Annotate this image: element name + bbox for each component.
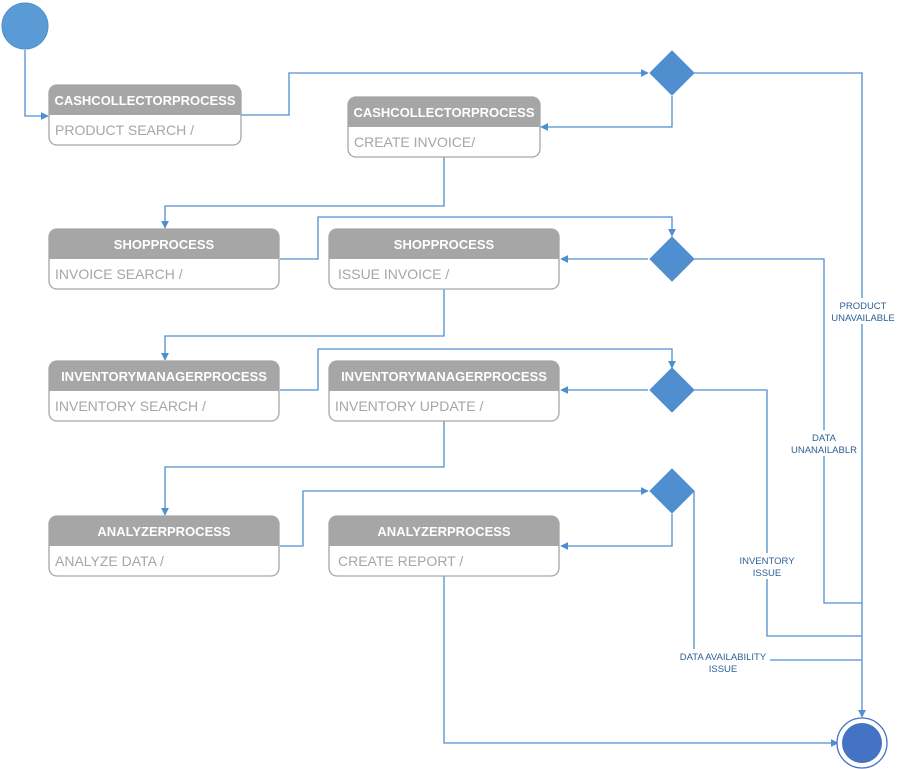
state-title: CASHCOLLECTORPROCESS (353, 105, 534, 120)
guard-label: ISSUE (753, 568, 782, 579)
state-shop-invoice-search[interactable]: SHOPPROCESS INVOICE SEARCH / (48, 228, 280, 290)
state-inventory-update[interactable]: INVENTORYMANAGERPROCESS INVENTORY UPDATE… (328, 360, 560, 422)
connector-inventory-update-to-analyze-data (161, 421, 445, 516)
state-shop-issue-invoice[interactable]: SHOPPROCESS ISSUE INVOICE / (328, 228, 560, 290)
connector-issue-invoice-to-inventory-search (161, 289, 445, 361)
state-action: INVOICE SEARCH / (55, 266, 183, 282)
state-action: ANALYZE DATA / (55, 553, 164, 569)
state-action: PRODUCT SEARCH / (55, 122, 194, 138)
state-title: ANALYZERPROCESS (377, 524, 510, 539)
connector-decision-3-to-end (694, 389, 862, 637)
guard-label: UNANAILABLR (791, 445, 857, 456)
state-action: CREATE INVOICE/ (354, 134, 475, 150)
state-analyzer-create-report[interactable]: ANALYZERPROCESS CREATE REPORT / (328, 515, 560, 577)
state-action: CREATE REPORT / (338, 553, 463, 569)
guard-product-unavailable: PRODUCT UNAVAILABLE (828, 298, 898, 324)
guard-inventory-issue: INVENTORY ISSUE (737, 553, 797, 579)
guard-data-availability-issue: DATA AVAILABILITY ISSUE (678, 649, 770, 675)
decision-diamond[interactable] (649, 367, 695, 413)
state-title: INVENTORYMANAGERPROCESS (61, 369, 267, 384)
state-cashcollector-create-invoice[interactable]: CASHCOLLECTORPROCESS CREATE INVOICE/ (347, 96, 541, 158)
guard-label: UNAVAILABLE (831, 313, 895, 324)
connector-decision-1-to-end (694, 72, 866, 718)
connector-create-report-to-end (443, 576, 839, 747)
guard-label: PRODUCT (840, 301, 887, 312)
final-node[interactable] (836, 717, 888, 769)
connector-decision-4-to-create-report (560, 514, 673, 550)
guard-label: DATA AVAILABILITY (680, 652, 767, 663)
state-title: SHOPPROCESS (114, 237, 215, 252)
guard-data-unavailable: DATA UNANAILABLR (788, 430, 860, 456)
state-title: CASHCOLLECTORPROCESS (54, 93, 235, 108)
state-cashcollector-product-search[interactable]: CASHCOLLECTORPROCESS PRODUCT SEARCH / (48, 84, 242, 146)
guard-label: INVENTORY (739, 556, 795, 567)
decision-nodes (649, 50, 695, 514)
decision-diamond[interactable] (649, 468, 695, 514)
guard-label: ISSUE (709, 664, 738, 675)
initial-node[interactable] (1, 2, 49, 50)
guard-label: DATA (812, 433, 837, 444)
connector-inventory-search-to-decision-3 (280, 348, 676, 391)
decision-diamond[interactable] (649, 236, 695, 282)
state-analyzer-analyze-data[interactable]: ANALYZERPROCESS ANALYZE DATA / (48, 515, 280, 577)
connector-create-invoice-to-invoice-search (161, 157, 445, 229)
decision-diamond[interactable] (649, 50, 695, 96)
state-title: SHOPPROCESS (394, 237, 495, 252)
state-inventory-search[interactable]: INVENTORYMANAGERPROCESS INVENTORY SEARCH… (48, 360, 280, 422)
connector-decision-1-to-create-invoice (540, 96, 673, 131)
connectors (24, 50, 866, 747)
state-action: ISSUE INVOICE / (338, 266, 449, 282)
connector-product-search-to-decision-1 (241, 69, 649, 116)
connector-start-to-product-search (24, 50, 49, 120)
state-action: INVENTORY UPDATE / (335, 398, 483, 414)
connector-invoice-search-to-decision-2 (280, 216, 676, 260)
connector-analyze-data-to-decision-4 (280, 487, 649, 547)
state-action: INVENTORY SEARCH / (55, 398, 206, 414)
state-title: ANALYZERPROCESS (97, 524, 230, 539)
state-title: INVENTORYMANAGERPROCESS (341, 369, 547, 384)
